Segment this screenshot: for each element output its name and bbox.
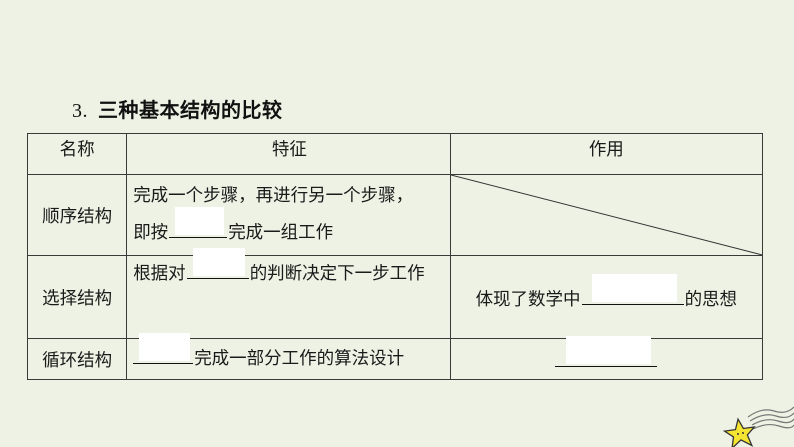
answer-blank[interactable] xyxy=(133,332,194,364)
feature-text: 完成一个步骤，再进行另一个步骤， xyxy=(133,186,414,206)
row-function-empty xyxy=(449,174,764,256)
function-text: 体现了数学中 xyxy=(475,289,581,310)
blank-mask xyxy=(174,207,224,235)
header-function: 作用 xyxy=(449,133,764,175)
comparison-table: 名称 特征 作用 顺序结构 完成一个步骤，再进行另一个步骤， 即按完成一组工作 … xyxy=(26,133,764,380)
section-number: 3. xyxy=(72,100,88,122)
section-title: 3. 三种基本结构的比较 xyxy=(72,94,283,123)
blank-mask xyxy=(565,336,652,364)
row-function xyxy=(449,336,764,380)
header-name: 名称 xyxy=(26,133,128,175)
row-name: 选择结构 xyxy=(26,255,128,339)
feature-text: 完成一组工作 xyxy=(228,223,334,243)
answer-blank[interactable] xyxy=(581,273,684,305)
section-title-text: 三种基本结构的比较 xyxy=(98,98,283,122)
answer-blank[interactable] xyxy=(555,336,658,367)
row-name: 循环结构 xyxy=(26,338,128,380)
row-feature: 完成一部分工作的算法设计 xyxy=(126,332,451,380)
feature-text: 完成一部分工作的算法设计 xyxy=(194,348,405,369)
table-row: 选择结构 根据对 的判断决定下一步工作 体现了数学中 的思想 xyxy=(26,248,764,339)
blank-mask xyxy=(591,273,678,302)
feature-text: 根据对 xyxy=(133,264,186,284)
shooting-star-icon xyxy=(722,406,794,447)
row-name: 顺序结构 xyxy=(26,174,128,256)
feature-text: 即按 xyxy=(133,223,169,243)
table-row: 循环结构 完成一部分工作的算法设计 xyxy=(26,332,764,380)
header-feature: 特征 xyxy=(126,133,451,175)
answer-blank[interactable] xyxy=(169,207,228,238)
diagonal-line xyxy=(451,175,762,255)
row-feature: 根据对 的判断决定下一步工作 xyxy=(126,248,451,339)
feature-text: 的判断决定下一步工作 xyxy=(249,264,425,284)
answer-blank[interactable] xyxy=(186,248,249,279)
blank-mask xyxy=(192,248,245,276)
blank-mask xyxy=(139,332,190,361)
row-function: 体现了数学中 的思想 xyxy=(449,255,764,339)
table-row: 顺序结构 完成一个步骤，再进行另一个步骤， 即按 完成一组工作 xyxy=(26,174,764,256)
function-text: 的思想 xyxy=(684,289,738,310)
row-feature: 完成一个步骤，再进行另一个步骤， 即按 完成一组工作 xyxy=(126,174,451,256)
table-header-row: 名称 特征 作用 xyxy=(26,133,764,175)
